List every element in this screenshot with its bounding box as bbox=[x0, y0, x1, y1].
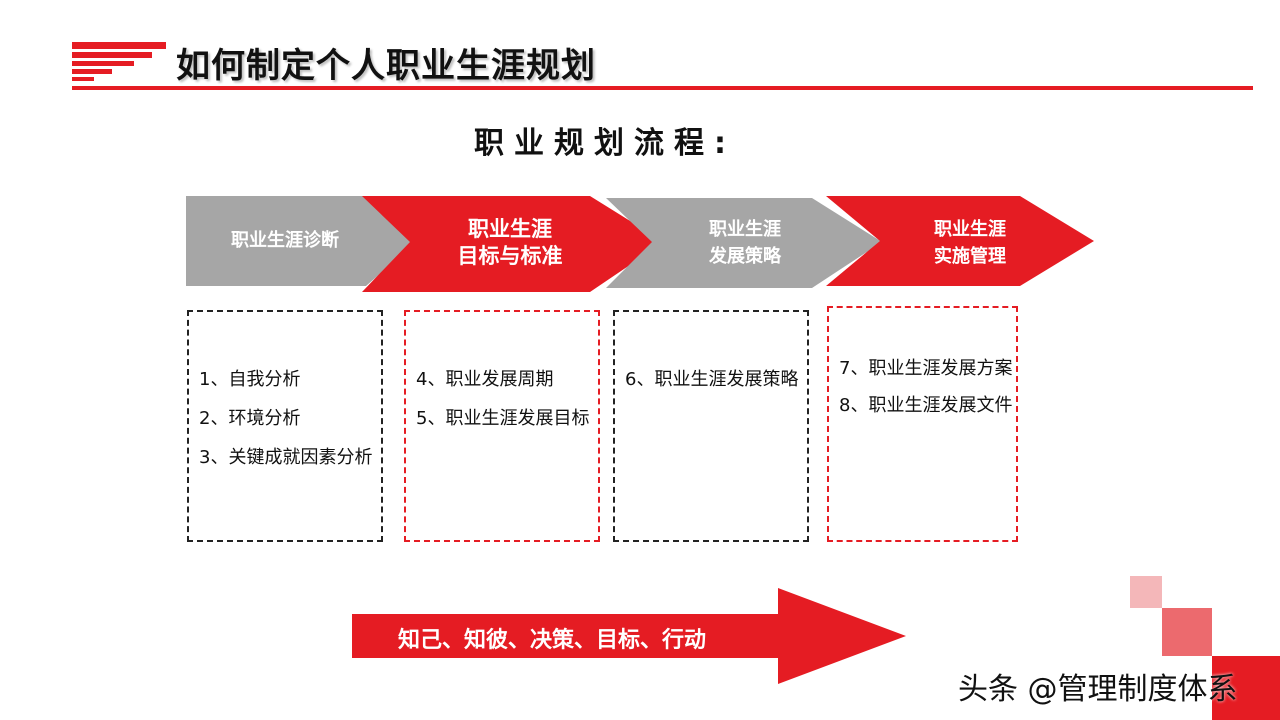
step-3-chevron bbox=[606, 198, 882, 288]
list-item: 3、关键成就因素分析 bbox=[199, 447, 373, 468]
detail-box-diagnosis: 1、自我分析 2、环境分析 3、关键成就因素分析 bbox=[187, 310, 383, 542]
detail-list: 6、职业生涯发展策略 bbox=[625, 360, 798, 399]
step-4-line2: 实施管理 bbox=[934, 246, 1006, 267]
detail-box-goals: 4、职业发展周期 5、职业生涯发展目标 bbox=[404, 310, 600, 542]
section-subtitle: 职业规划流程: bbox=[474, 126, 736, 161]
step-2-line1: 职业生涯 bbox=[468, 217, 552, 241]
step-4-chevron bbox=[826, 196, 1094, 286]
step-2-label: 职业生涯 目标与标准 bbox=[420, 216, 600, 270]
step-2-line2: 目标与标准 bbox=[457, 244, 563, 268]
list-item: 7、职业生涯发展方案 bbox=[839, 358, 1013, 379]
detail-box-strategy: 6、职业生涯发展策略 bbox=[613, 310, 809, 542]
step-1-chevron bbox=[186, 196, 418, 286]
process-flow: 职业生涯诊断 职业生涯 目标与标准 职业生涯 发展策略 职业生涯 实施管理 bbox=[0, 0, 1280, 300]
step-3-line2: 发展策略 bbox=[709, 246, 781, 267]
step-3-line1: 职业生涯 bbox=[709, 219, 781, 240]
detail-list: 7、职业生涯发展方案 8、职业生涯发展文件 bbox=[839, 350, 1012, 424]
detail-list: 1、自我分析 2、环境分析 3、关键成就因素分析 bbox=[199, 360, 372, 477]
header-divider bbox=[72, 86, 1253, 90]
bottom-arrow-text: 知己、知彼、决策、目标、行动 bbox=[398, 628, 707, 653]
list-item: 2、环境分析 bbox=[199, 408, 301, 429]
deco-square-light bbox=[1130, 576, 1162, 608]
page-title: 如何制定个人职业生涯规划 bbox=[176, 46, 596, 86]
list-item: 6、职业生涯发展策略 bbox=[625, 369, 799, 390]
detail-list: 4、职业发展周期 5、职业生涯发展目标 bbox=[416, 360, 589, 438]
watermark: 头条 @管理制度体系 bbox=[958, 672, 1238, 707]
list-item: 4、职业发展周期 bbox=[416, 369, 554, 390]
step-2-chevron bbox=[362, 196, 664, 292]
deco-square-mid bbox=[1162, 608, 1212, 656]
step-1-label: 职业生涯诊断 bbox=[200, 227, 370, 254]
deco-square-strong bbox=[1212, 656, 1280, 720]
step-1-line1: 职业生涯诊断 bbox=[231, 230, 339, 251]
step-4-label: 职业生涯 实施管理 bbox=[880, 216, 1060, 270]
detail-box-implementation: 7、职业生涯发展方案 8、职业生涯发展文件 bbox=[827, 306, 1018, 542]
step-3-label: 职业生涯 发展策略 bbox=[660, 216, 830, 270]
list-item: 5、职业生涯发展目标 bbox=[416, 408, 590, 429]
list-item: 8、职业生涯发展文件 bbox=[839, 395, 1013, 416]
step-4-line1: 职业生涯 bbox=[934, 219, 1006, 240]
process-chevrons bbox=[186, 196, 1094, 292]
list-item: 1、自我分析 bbox=[199, 369, 301, 390]
